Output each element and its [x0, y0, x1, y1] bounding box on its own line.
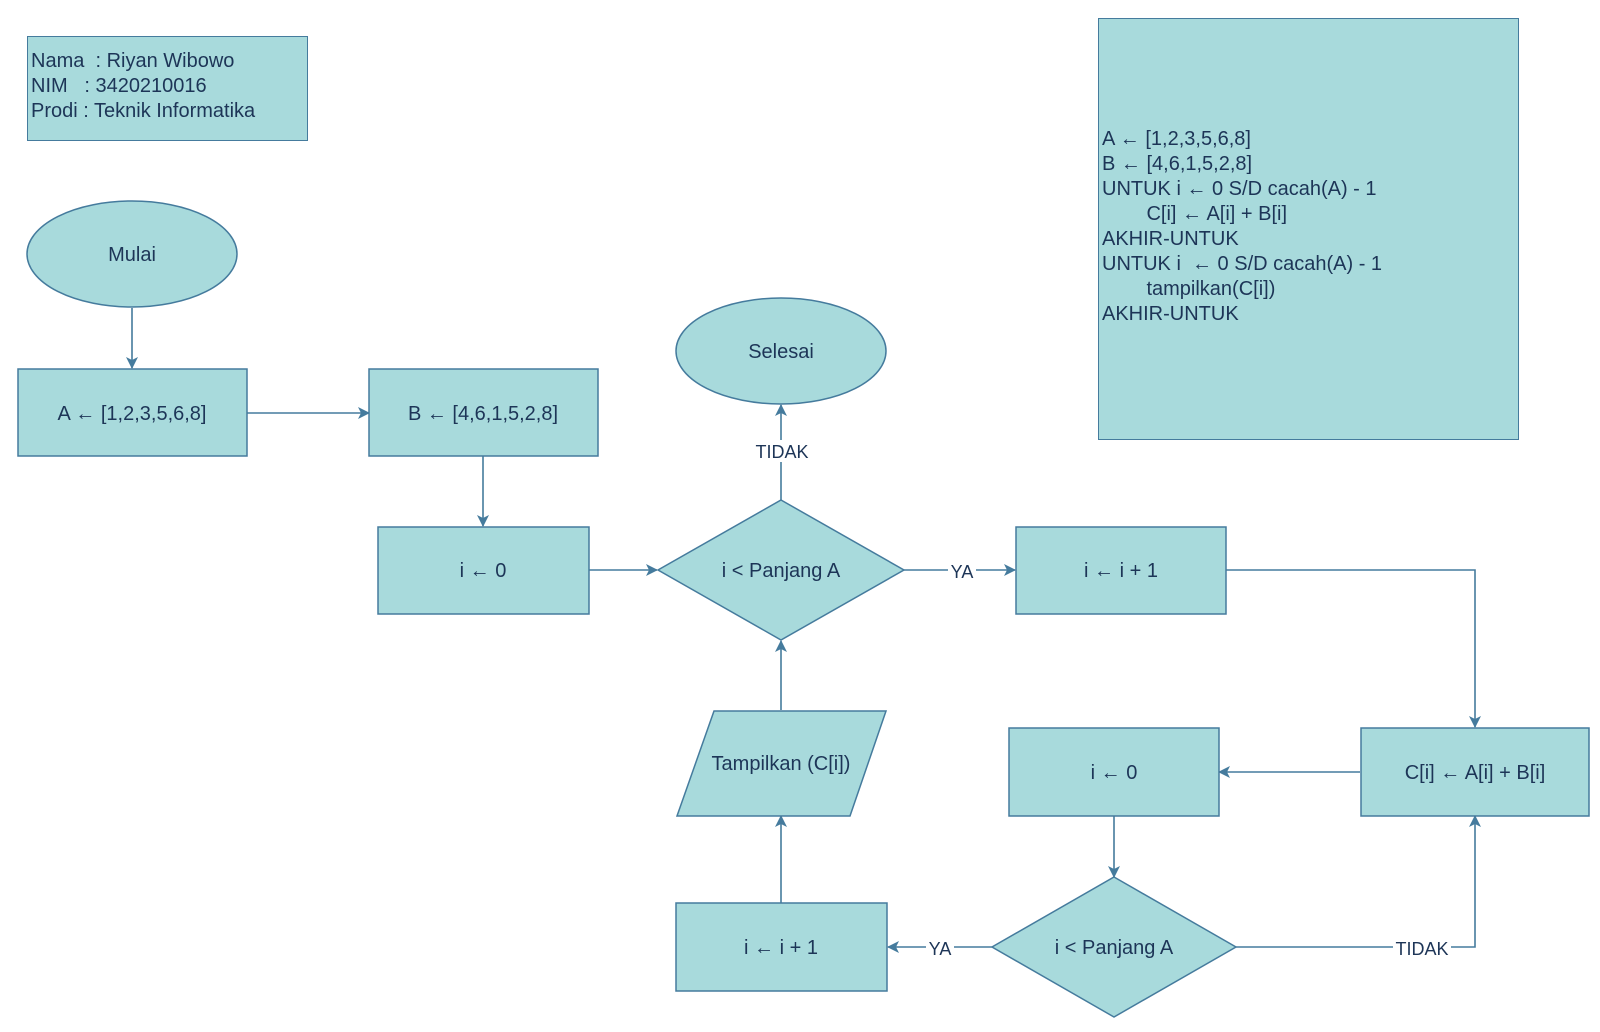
node-condition-1-label: i < Panjang A	[722, 560, 841, 582]
node-assign-b: B ← [4,6,1,5,2,8]	[368, 368, 599, 457]
node-sum-c-label: C[i] ← A[i] + B[i]	[1405, 762, 1546, 784]
edge-label-no-2: TIDAK	[1395, 939, 1448, 959]
pseudocode-line: UNTUK i ← 0 S/D cacah(A) - 1	[1102, 253, 1383, 275]
node-init-i-1: i ← 0	[377, 526, 590, 615]
node-output-c-label: Tampilkan (C[i])	[712, 753, 851, 775]
label-bg	[926, 937, 954, 959]
node-init-i-2: i ← 0	[1008, 727, 1220, 817]
info-prodi: Prodi : Teknik Informatika	[31, 100, 256, 122]
node-start: Mulai	[26, 200, 238, 308]
node-output-c: Tampilkan (C[i])	[675, 710, 888, 817]
pseudocode-line: B ← [4,6,1,5,2,8]	[1102, 153, 1253, 175]
label-bg	[1393, 937, 1451, 959]
node-sum-c: C[i] ← A[i] + B[i]	[1360, 727, 1590, 817]
node-assign-b-label: B ← [4,6,1,5,2,8]	[408, 403, 558, 425]
edges	[126, 308, 1481, 953]
pseudocode-line: AKHIR-UNTUK	[1102, 228, 1239, 250]
edge-label-yes-2: YA	[929, 939, 952, 959]
edge-label-yes-1: YA	[951, 562, 974, 582]
info-nim: NIM : 3420210016	[31, 75, 207, 97]
node-condition-1: i < Panjang A	[656, 499, 906, 641]
node-incr-i-2: i ← i + 1	[675, 902, 888, 992]
node-init-i-2-label: i ← 0	[1091, 762, 1138, 784]
author-info-box: Nama : Riyan Wibowo NIM : 3420210016 Pro…	[27, 36, 308, 141]
node-incr-i-1-label: i ← i + 1	[1084, 560, 1158, 582]
node-incr-i-1: i ← i + 1	[1015, 526, 1227, 615]
node-assign-a-label: A ← [1,2,3,5,6,8]	[58, 403, 207, 425]
pseudocode-line: UNTUK i ← 0 S/D cacah(A) - 1	[1102, 178, 1377, 200]
node-condition-2-label: i < Panjang A	[1055, 937, 1174, 959]
pseudocode-line: A ← [1,2,3,5,6,8]	[1102, 128, 1251, 150]
pseudocode-box: A ← [1,2,3,5,6,8] B ← [4,6,1,5,2,8] UNTU…	[1098, 18, 1519, 440]
node-condition-2: i < Panjang A	[990, 876, 1238, 1018]
edge-cond2-no	[1236, 815, 1481, 948]
node-start-label: Mulai	[108, 244, 156, 266]
info-name: Nama : Riyan Wibowo	[31, 50, 235, 72]
edge-labels: YA TIDAK YA TIDAK	[753, 440, 1451, 959]
label-bg	[753, 440, 811, 462]
edge-label-no-1: TIDAK	[755, 442, 808, 462]
node-end: Selesai	[675, 297, 887, 405]
node-assign-a: A ← [1,2,3,5,6,8]	[17, 368, 248, 457]
label-bg	[948, 560, 976, 582]
pseudocode-line: tampilkan(C[i])	[1102, 278, 1276, 300]
pseudocode-line: AKHIR-UNTUK	[1102, 303, 1239, 325]
node-init-i-1-label: i ← 0	[460, 560, 507, 582]
edge-incr-to-sum	[1226, 569, 1481, 728]
pseudocode-line: C[i] ← A[i] + B[i]	[1102, 203, 1288, 225]
node-end-label: Selesai	[748, 341, 814, 363]
node-incr-i-2-label: i ← i + 1	[744, 937, 818, 959]
